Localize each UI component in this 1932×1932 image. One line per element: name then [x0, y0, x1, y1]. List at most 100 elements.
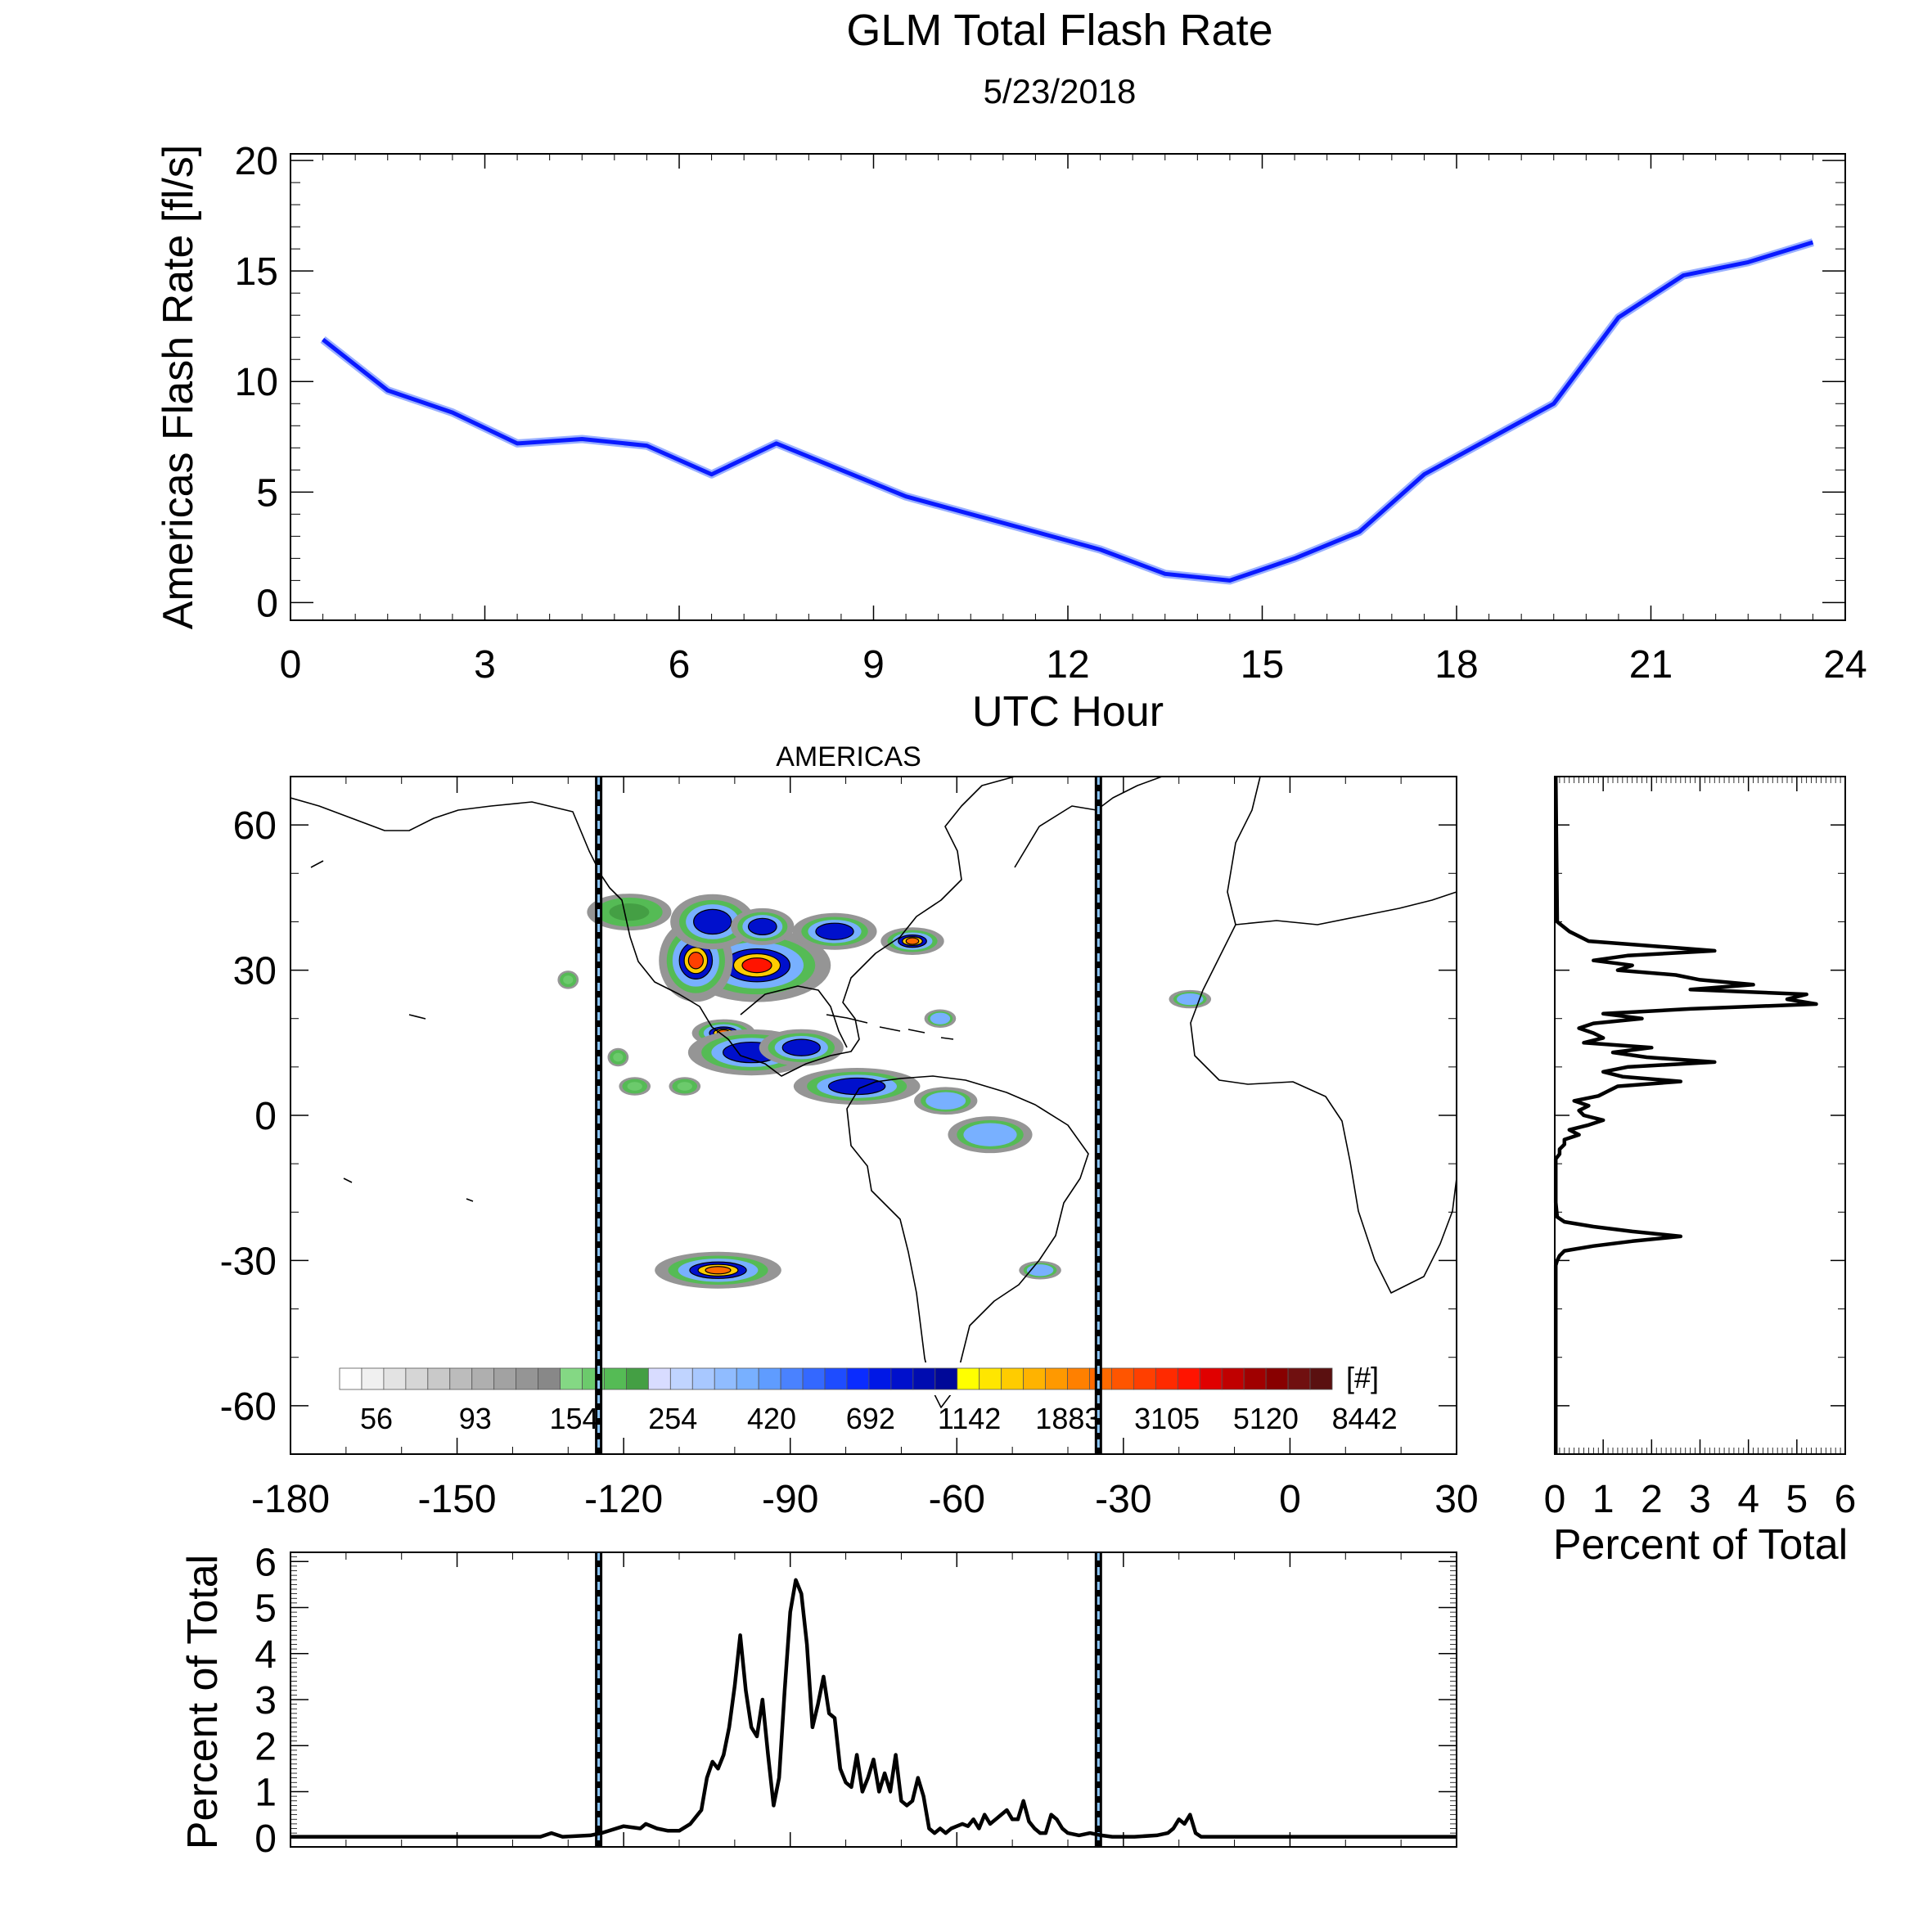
latitude-panel-xlabel: Percent of Total: [1553, 1521, 1848, 1569]
flash-density-cell: [827, 1077, 886, 1096]
colorbar-label: 93: [459, 1402, 492, 1435]
colorbar-label: 1883: [1035, 1402, 1101, 1435]
colorbar-swatch: [383, 1367, 407, 1390]
colorbar-swatch: [802, 1367, 826, 1390]
colorbar-label: 3105: [1134, 1402, 1200, 1435]
flash-density-cell: [930, 1012, 951, 1025]
flash-density-cell: [687, 952, 704, 970]
map-ytick-label: 60: [233, 804, 277, 848]
colorbar-swatch: [1177, 1367, 1200, 1390]
coastlines: [290, 777, 1457, 1408]
map-ytick-label: 30: [233, 950, 277, 993]
flash-density-cell: [693, 908, 732, 935]
hourly-ytick-label: 5: [256, 471, 278, 515]
map-xtick-label: -30: [1095, 1478, 1151, 1521]
coast-alaska-islands: [310, 860, 474, 1202]
coast-gulf-coast: [740, 985, 848, 1048]
colorbar-swatch: [934, 1367, 958, 1390]
map-frame: [290, 776, 1457, 1455]
colorbar-swatch: [471, 1367, 495, 1390]
colorbar-swatch: [736, 1367, 759, 1390]
colorbar-swatch: [824, 1367, 848, 1390]
longitude-panel-ticks: [290, 1551, 1457, 1847]
map-xtick-label: 30: [1434, 1478, 1478, 1521]
lat-xtick-label: 1: [1592, 1478, 1615, 1521]
hourly-ytick-label: 15: [235, 250, 278, 294]
map-xtick-label: 0: [1279, 1478, 1301, 1521]
flash-density-cell: [677, 1082, 692, 1091]
flash-density-cell: [627, 1082, 642, 1091]
colorbar-swatch: [1133, 1367, 1156, 1390]
map-xtick-label: -60: [929, 1478, 985, 1521]
map-ytick-label: -60: [220, 1385, 277, 1429]
longitude-distribution-line: [290, 1578, 1457, 1839]
lat-xtick-label: 2: [1641, 1478, 1663, 1521]
colorbar-swatch: [868, 1367, 892, 1390]
flash-density-cell: [815, 922, 854, 940]
colorbar-swatch: [1221, 1367, 1245, 1390]
colorbar-swatch: [890, 1367, 914, 1390]
hourly-rate-ticks: [290, 154, 1846, 620]
colorbar-swatch: [361, 1367, 385, 1390]
map-title: AMERICAS: [776, 741, 921, 772]
colorbar-swatch: [1001, 1367, 1025, 1390]
coast-south-america: [846, 1075, 1089, 1408]
colorbar-swatch: [538, 1367, 561, 1390]
map-ticks: [290, 776, 1457, 1455]
latitude-panel-ticks: [1554, 776, 1846, 1455]
colorbar-swatch: [1045, 1367, 1068, 1390]
map-xtick-label: -90: [762, 1478, 818, 1521]
colorbar-swatch: [449, 1367, 473, 1390]
colorbar-swatch: [647, 1367, 671, 1390]
colorbar-swatch: [979, 1367, 1002, 1390]
flash-density-cell: [563, 975, 574, 984]
colorbar-swatch: [560, 1367, 583, 1390]
hourly-xtick-label: 6: [669, 643, 691, 687]
colorbar-swatch: [714, 1367, 737, 1390]
hourly-ytick-label: 0: [256, 582, 278, 625]
flash-density-cells: [557, 894, 1212, 1289]
lon-ytick-label: 3: [254, 1679, 277, 1723]
map-xtick-label: -120: [584, 1478, 663, 1521]
hourly-xtick-label: 0: [280, 643, 302, 687]
colorbar-swatch: [516, 1367, 539, 1390]
colorbar-swatch: [669, 1367, 693, 1390]
flash-density-cell: [747, 917, 777, 935]
colorbar-label: 5120: [1233, 1402, 1299, 1435]
colorbar-swatch: [1111, 1367, 1134, 1390]
flash-density-cell: [741, 957, 772, 974]
hourly-rate-ylabel: Americas Flash Rate [fl/s]: [155, 145, 202, 629]
coast-greenland: [1014, 777, 1163, 868]
map-xtick-label: -150: [418, 1478, 497, 1521]
colorbar-swatch: [427, 1367, 451, 1390]
colorbar-swatch: [691, 1367, 715, 1390]
figure-title: GLM Total Flash Rate: [846, 6, 1272, 55]
colorbar-label: 254: [648, 1402, 697, 1435]
colorbar-label: 154: [549, 1402, 598, 1435]
longitude-panel-frame: [290, 1551, 1457, 1848]
colorbar-swatch: [758, 1367, 781, 1390]
region-boundaries: [595, 777, 1102, 1454]
lat-xtick-label: 4: [1737, 1478, 1759, 1521]
colorbar-swatch: [1265, 1367, 1289, 1390]
lon-ytick-label: 1: [254, 1772, 277, 1815]
figure-subtitle: 5/23/2018: [984, 72, 1137, 110]
colorbar-swatch: [780, 1367, 804, 1390]
coast-caribbean: [826, 1014, 954, 1040]
colorbar-label: 8442: [1332, 1402, 1398, 1435]
colorbar-swatch: [339, 1367, 363, 1390]
hourly-rate-xlabel: UTC Hour: [972, 688, 1164, 736]
colorbar-swatch: [405, 1367, 429, 1390]
colorbar-label: 420: [747, 1402, 796, 1435]
colorbar-swatch: [493, 1367, 517, 1390]
colorbar-swatch: [1155, 1367, 1178, 1390]
colorbar-swatch: [604, 1367, 627, 1390]
colorbar-label: 692: [846, 1402, 895, 1435]
flash-density-cell: [1177, 993, 1204, 1006]
lon-ytick-label: 5: [254, 1587, 277, 1631]
